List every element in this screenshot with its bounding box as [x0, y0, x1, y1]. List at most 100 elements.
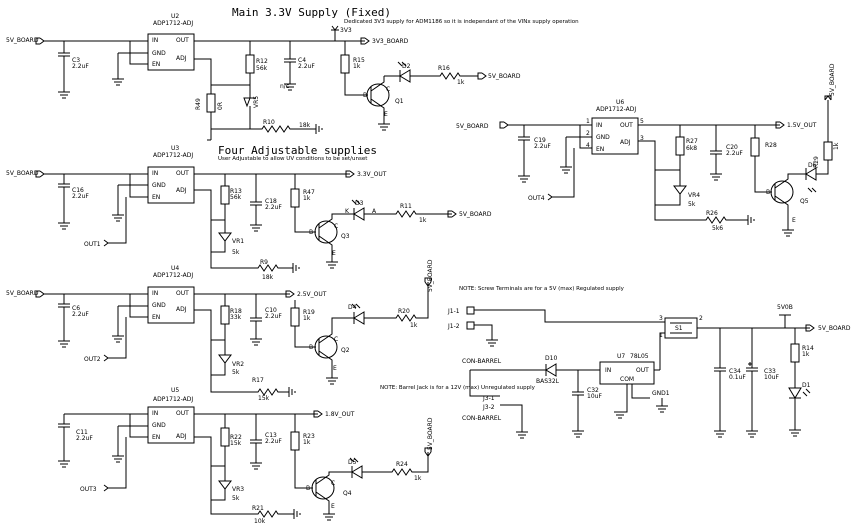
net-label-3v3-out: 3.3V_OUT: [357, 171, 387, 178]
c16-value: 2.2uF: [72, 193, 89, 200]
u6-part: ADP1712-ADJ: [596, 106, 636, 113]
net-label-2v5-out: 2.5V_OUT: [297, 291, 327, 298]
port-5v-board-r20: [424, 277, 432, 287]
capacitor-c34: [714, 328, 726, 438]
q5-ref: Q5: [800, 198, 809, 205]
r9-ref: R9: [260, 259, 268, 266]
q1-pin-c: C: [386, 86, 390, 93]
wire-s1-output: [659, 327, 810, 370]
wire-u4-adj-network: [194, 293, 290, 393]
q3-pin-b: B: [309, 229, 313, 236]
terminal-j1-1: [466, 306, 475, 315]
resistor-r14: [790, 343, 800, 363]
wire-out4: [547, 148, 575, 201]
u6-pin-3: 3: [640, 135, 644, 142]
r15-value: 1k: [353, 63, 361, 70]
u6-pin-2: 2: [586, 130, 590, 137]
r15-ref: R15: [353, 57, 365, 64]
d3-pin-a: A: [372, 208, 377, 215]
u4-pin-adj: ADJ: [176, 306, 187, 313]
heading-four-supplies: Four Adjustable supplies: [218, 144, 377, 157]
net-label-3v3-board: 3V3_BOARD: [372, 38, 409, 45]
r18-ref: R18: [230, 308, 242, 315]
wire-q4: [315, 471, 344, 521]
net-label-5v-board-r11: 5V_BOARD: [459, 211, 492, 218]
transistor-q2: [314, 335, 338, 359]
c11-value: 2.2uF: [76, 435, 93, 442]
wire-u3-adj-network: [194, 173, 350, 269]
u5-pin-en: EN: [152, 434, 160, 441]
net-label-1v5-out: 1.5V_OUT: [787, 122, 817, 129]
c18-ref: C18: [265, 198, 277, 205]
regulator-u5: [147, 406, 195, 444]
wire-u2-adj-network: [194, 40, 365, 141]
r26-value: 5k6: [712, 225, 723, 232]
j1-1-label: J1-1: [447, 308, 460, 315]
d4-ref: D4: [348, 304, 357, 311]
wire-out1: [103, 197, 127, 247]
s1-pin-1: 1: [659, 332, 663, 339]
resistor-r10: [240, 124, 323, 134]
u6-pin-en: EN: [596, 146, 604, 153]
c13-value: 2.2uF: [265, 438, 282, 445]
q3-pin-e: E: [332, 250, 336, 257]
j1-2-label: J1-2: [447, 323, 460, 330]
c6-ref: C6: [72, 305, 80, 312]
r19-value: 1k: [303, 315, 311, 322]
wire-j1: [474, 309, 665, 347]
q3-pin-c: C: [334, 223, 338, 230]
q5-pin-b: B: [766, 189, 770, 196]
capacitor-c18: [250, 174, 262, 232]
wire-u2-en-gnd: [112, 41, 148, 86]
rail-3v3-arrow: [331, 25, 339, 41]
wire-q2: [318, 317, 346, 385]
r21-ref: R21: [252, 505, 264, 512]
led-d5-r24: [344, 452, 429, 479]
wire-barrel-jack: [469, 369, 540, 439]
c33-ref: C33: [764, 368, 776, 375]
c3-value: 2.2uF: [72, 63, 89, 70]
port-5v-board-r11: [447, 210, 457, 218]
resistor-r47: [290, 188, 300, 208]
u2-pin-adj: ADJ: [176, 55, 187, 62]
wire-r15-q1: [344, 73, 368, 96]
r16-value: 1k: [457, 79, 465, 86]
wire-r28: [754, 125, 772, 193]
r24-ref: R24: [396, 461, 408, 468]
u5-part: ADP1712-ADJ: [153, 396, 193, 403]
wire-r47: [294, 174, 316, 233]
wire-r19: [294, 300, 316, 348]
wire-u3-input: [44, 173, 148, 230]
wire-q5: [774, 173, 798, 237]
c34-ref: C34: [729, 368, 741, 375]
resistor-r15: [340, 54, 350, 74]
net-label-5v-board-u4: 5V_BOARD: [6, 290, 39, 297]
port-5v-board-out: [805, 324, 815, 332]
d2-ref: D2: [402, 63, 411, 70]
d3-pin-k: K: [345, 208, 350, 215]
vr2-value: 5k: [232, 369, 240, 376]
led-d2: [390, 61, 420, 83]
net-label-out4: OUT4: [528, 195, 545, 202]
u3-pin-adj: ADJ: [176, 187, 187, 194]
resistor-r28: [750, 137, 760, 157]
rail-5v0b: [779, 314, 791, 328]
c19-value: 2.2uF: [534, 143, 551, 150]
vr3-ref: VR3: [232, 486, 244, 493]
u4-pin-en: EN: [152, 314, 160, 321]
q5-pin-e: E: [792, 217, 796, 224]
c10-ref: C10: [265, 307, 277, 314]
u3-pin-en: EN: [152, 194, 160, 201]
u7-pin-in: IN: [605, 367, 611, 374]
c6-value: 2.2uF: [72, 311, 89, 318]
capacitor-c4: [284, 41, 296, 91]
q1-pin-e: E: [384, 111, 388, 118]
switch-s1-contacts: [670, 322, 692, 334]
d10-ref: D10: [545, 355, 557, 362]
resistor-r23: [290, 431, 300, 451]
c18-value: 2.2uF: [265, 204, 282, 211]
u3-pin-in: IN: [152, 170, 158, 177]
net-label-5v-board-u6: 5V_BOARD: [456, 123, 489, 130]
u2-pin-in: IN: [152, 37, 158, 44]
u5-ref: U5: [171, 387, 179, 394]
